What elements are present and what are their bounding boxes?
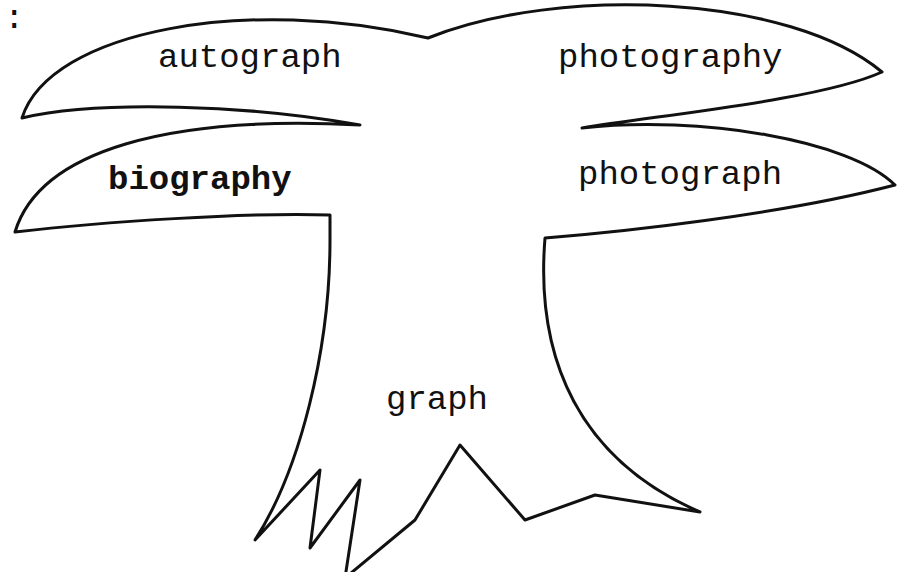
margin-mark: :	[4, 2, 24, 36]
word-label: graph	[386, 383, 488, 417]
word-label: autograph	[158, 41, 342, 75]
word-label: photograph	[578, 158, 782, 192]
word-label: biography	[108, 163, 292, 197]
word-label: photography	[558, 41, 782, 75]
